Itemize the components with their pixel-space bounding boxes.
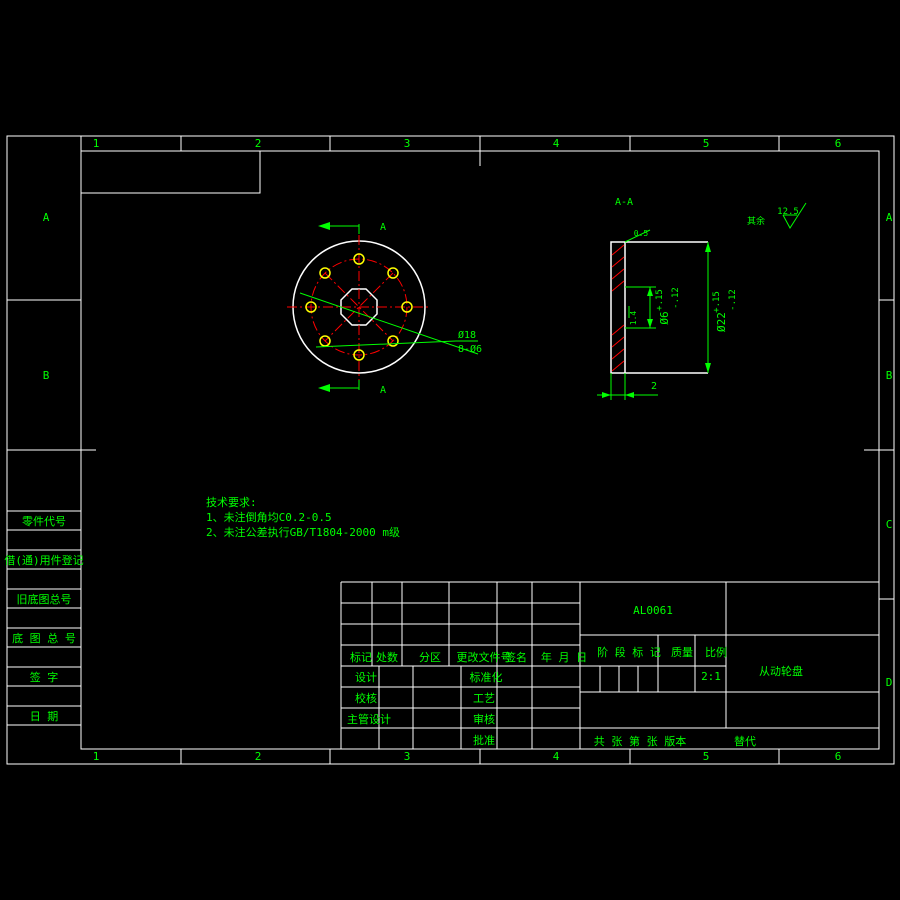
- tech-requirements: 技术要求: 1、未注倒角均C0.2-0.5 2、未注公差执行GB/T1804-2…: [206, 496, 400, 539]
- col-label-top-2: 2: [255, 137, 262, 150]
- col-label-bottom-6: 6: [835, 750, 842, 763]
- tb-design: 设计: [355, 671, 377, 684]
- section-title: A-A: [615, 197, 633, 208]
- zone-labels: 1 2 3 4 5 6 1 2 3 4 5 6 A B A B C D: [43, 137, 893, 763]
- row-label-right-b: B: [886, 369, 893, 382]
- tb-h-stage: 阶 段 标 记: [597, 645, 661, 659]
- section-mark-bottom: A: [380, 385, 386, 396]
- tb-sheets: 共 张 第 张 版本: [594, 734, 687, 748]
- dim-inner-label: Ø6: [658, 311, 671, 324]
- row-label-right-c: C: [886, 518, 893, 531]
- col-label-top-1: 1: [93, 137, 100, 150]
- col-label-bottom-1: 1: [93, 750, 100, 763]
- left-table-base-no: 底 图 总 号: [12, 631, 76, 645]
- row-label-left-b: B: [43, 369, 50, 382]
- roughness-prefix: 其余: [747, 215, 765, 227]
- tb-h-docno: 更改文件号: [457, 650, 512, 664]
- roughness-value: 12.5: [777, 207, 799, 217]
- dim-small-label: 1.4: [629, 311, 638, 326]
- tb-drawing-no: AL0061: [633, 604, 673, 617]
- drawing-frame: [6, 135, 895, 765]
- col-label-top-6: 6: [835, 137, 842, 150]
- dim-inner-lower: -.12: [671, 287, 681, 309]
- chamfer-label: 0.5: [634, 229, 649, 238]
- tb-review: 审核: [473, 712, 495, 726]
- dim-thickness-label: 2: [651, 381, 657, 392]
- col-label-bottom-4: 4: [553, 750, 560, 763]
- tb-h-zone: 分区: [419, 651, 441, 664]
- col-label-bottom-5: 5: [703, 750, 710, 763]
- section-mark-top: A: [380, 222, 386, 233]
- tb-process: 工艺: [473, 692, 495, 705]
- tech-line-1: 1、未注倒角均C0.2-0.5: [206, 510, 332, 524]
- row-label-left-a: A: [43, 211, 50, 224]
- dim-outer-label: Ø22: [715, 312, 728, 332]
- col-label-top-3: 3: [404, 137, 411, 150]
- dim-inner-upper: +.15: [655, 289, 665, 311]
- tb-h-date: 年 月 日: [541, 650, 587, 664]
- col-label-top-5: 5: [703, 137, 710, 150]
- tb-h-weight: 质量: [671, 646, 693, 659]
- col-label-bottom-2: 2: [255, 750, 262, 763]
- tb-check: 校核: [355, 691, 377, 705]
- tb-scale: 2:1: [701, 670, 721, 683]
- section-view: A-A 其余 12.5: [597, 197, 807, 400]
- row-label-right-a: A: [886, 211, 893, 224]
- tb-h-mark: 标记: [350, 650, 372, 664]
- tb-chief: 主管设计: [347, 712, 391, 726]
- col-label-bottom-3: 3: [404, 750, 411, 763]
- left-table-signature: 签 字: [30, 670, 59, 684]
- left-table-date: 日 期: [30, 710, 59, 723]
- tb-part-name: 从动轮盘: [759, 664, 803, 678]
- tech-line-2: 2、未注公差执行GB/T1804-2000 m级: [206, 525, 400, 539]
- tb-approve: 批准: [473, 733, 495, 747]
- tb-h-count: 处数: [376, 651, 398, 664]
- front-view: A A Ø18 8-Ø6: [287, 222, 482, 396]
- tb-std: 标准化: [470, 670, 503, 684]
- left-side-table: 零件代号 借(通)用件登记 旧底图总号 底 图 总 号 签 字 日 期: [4, 510, 84, 726]
- left-table-old-base-no: 旧底图总号: [17, 592, 72, 606]
- title-block: AL0061 从动轮盘 2:1 标记 处数 分区 更改文件号 签名 年 月 日 …: [340, 581, 879, 749]
- tb-h-scale: 比例: [705, 645, 727, 659]
- left-table-part-code: 零件代号: [22, 515, 66, 528]
- col-label-top-4: 4: [553, 137, 560, 150]
- hole-count-label: 8-Ø6: [458, 343, 482, 355]
- hole-dia-label: Ø18: [458, 329, 476, 341]
- tb-h-sign: 签名: [505, 650, 527, 664]
- left-table-borrow-reg: 借(通)用件登记: [4, 553, 83, 567]
- tb-replace: 替代: [734, 734, 756, 748]
- dim-outer-upper: +.15: [712, 291, 722, 313]
- row-label-right-d: D: [886, 676, 893, 689]
- tech-title: 技术要求:: [206, 496, 257, 509]
- roughness-symbol: [782, 202, 807, 229]
- dim-outer-lower: -.12: [728, 289, 738, 311]
